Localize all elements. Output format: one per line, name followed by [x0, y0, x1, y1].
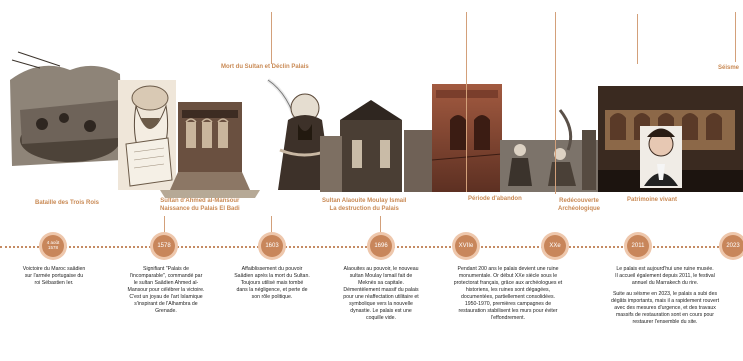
- description-1578-battle: Voictoire du Maroc saâdien sur l'armée p…: [6, 266, 102, 287]
- description-xviie-xxe: Pendant 200 ans le palais devient une ru…: [442, 266, 574, 322]
- header-mort: Mort du Sultan et Déclin Palais: [221, 64, 309, 70]
- timeline-node-2023: 2023: [722, 235, 743, 257]
- desc-line: C'est un joyau de l'art Islamique: [129, 294, 203, 301]
- desc-line: Pendant 200 ans le palais devient une ru…: [457, 266, 559, 272]
- desc-line: restauration stabilisent les murs pour é…: [458, 308, 558, 315]
- header-patrimoine: Patrimoine vivant: [627, 197, 678, 203]
- desc-line: symbolique vers la nouvelle: [349, 301, 413, 308]
- header-ismail: Sultan Alaouite Moulay Ismail La destruc…: [322, 198, 406, 213]
- timeline-node-xxe: XXe: [544, 235, 566, 257]
- connector-1578: [164, 216, 165, 234]
- connector-2011: [637, 14, 638, 64]
- header-ismail-line2: La destruction du Palais: [329, 205, 399, 212]
- desc-line: le sultan Saâdien Ahmed al-: [133, 280, 199, 287]
- sultan-ahmed-portrait: [118, 80, 176, 190]
- header-ahmed-line2: Naissance du Palais El Badi: [160, 205, 240, 212]
- desc-line: Suite au séisme en 2023, le palais a sub…: [612, 291, 718, 298]
- connector-1603b: [271, 216, 272, 234]
- description-1578-palace: Signifiant "Palais de l'incomparable", c…: [114, 266, 218, 315]
- desc-line: Toujours utilisé mais tombé: [240, 280, 304, 287]
- collage-illustration: [10, 51, 743, 198]
- description-1696: Alaouites au pouvoir, le nouveau sultan …: [326, 266, 436, 322]
- timeline-node-2011: 2011: [627, 235, 649, 257]
- moulay-ismail-mosque-image: [320, 100, 438, 192]
- timeline-node-1578: 1578: [153, 235, 175, 257]
- description-2011-2023: Le palais est aujourd'hui une ruine musé…: [592, 266, 738, 326]
- desc-line: Alaouites au pouvoir, le nouveau: [343, 266, 419, 272]
- desc-line: l'incomparable", commandé par: [129, 273, 203, 280]
- desc-line: dans la négligence, et perte de: [236, 287, 308, 294]
- desc-line: sur l'armée portugaise du: [24, 273, 84, 280]
- desc-line: coquille vide.: [366, 315, 396, 322]
- archaeologists-image: [500, 109, 598, 192]
- desc-line: son rôle politique.: [251, 294, 293, 301]
- desc-line: Mansour pour célébrer la victoire.: [127, 287, 205, 294]
- header-abandon: Période d'abandon: [468, 196, 522, 202]
- historical-collage: [0, 40, 743, 200]
- timeline-node-4-aout-1578: 4 août 1578: [42, 235, 64, 257]
- palace-building-image: [160, 102, 260, 198]
- connector-1603: [271, 12, 272, 64]
- description-1603: Affaiblissement du pouvoir Saâdien après…: [222, 266, 322, 301]
- desc-line: Voictoire du Maroc saâdien: [22, 266, 86, 272]
- desc-line: Grenade.: [155, 308, 177, 315]
- desc-line: monumentale. Or début XXe siècle sous le: [458, 273, 558, 280]
- desc-line: dynastie. Le palais est une: [350, 308, 412, 315]
- node-4-aout-top: 4 août: [46, 240, 60, 246]
- desc-line: l'effondrement.: [490, 315, 526, 322]
- connector-1696: [380, 216, 381, 234]
- desc-line: pour une réaffectation utilitaire et: [343, 294, 419, 301]
- desc-line: Démentèlement massif du palais: [343, 287, 419, 294]
- desc-line: Il accueil également depuis 2011, le fes…: [615, 273, 715, 280]
- node-4-aout-bottom: 1578: [47, 245, 58, 250]
- connector-xviie: [466, 12, 467, 192]
- desc-line: massifs de restauration sont en cours po…: [615, 312, 715, 319]
- desc-line: roi Sébastien Ier.: [34, 280, 74, 287]
- timeline-node-1696: 1696: [370, 235, 392, 257]
- desc-line: Affaiblissement du pouvoir: [241, 266, 303, 272]
- header-seisme: Séisme: [718, 65, 740, 71]
- desc-line: Signifiant "Palais de: [143, 266, 189, 272]
- desc-line: documentées, partiellement consolidées.: [460, 294, 555, 301]
- header-ahmed: Sultan d'Ahmed al-Mansour Naissance du P…: [160, 198, 240, 213]
- timeline-node-1603: 1603: [261, 235, 283, 257]
- desc-line: dégâts importants, mais il a rapidement …: [610, 298, 720, 305]
- header-ismail-line1: Sultan Alaouite Moulay Ismail: [322, 198, 407, 204]
- desc-line: Meknès sa capitale.: [358, 280, 404, 287]
- desc-line: s'inspirant de l'Alhambra de: [134, 301, 198, 308]
- header-redecouverte-line2: Archéologique: [558, 205, 601, 212]
- ruined-wall-image: [431, 84, 503, 192]
- comedian-portrait-image: [640, 126, 682, 188]
- desc-line: avec des mesures d'urgence, et des trava…: [614, 305, 716, 312]
- header-redecouverte-line1: Redécouverte: [559, 198, 599, 204]
- desc-line: Le palais est aujourd'hui une ruine musé…: [616, 266, 714, 272]
- sultan-with-sword-image: [266, 78, 332, 190]
- desc-line: sultan Moulay Ismail fait de: [349, 273, 413, 280]
- header-ahmed-line1: Sultan d'Ahmed al-Mansour: [160, 198, 240, 204]
- desc-line: protectorat français, grâce aux archéolo…: [453, 280, 563, 287]
- header-trois-rois: Bataille des Trois Rois: [35, 200, 100, 206]
- desc-line: annuel du Marrakech du rire.: [631, 280, 699, 287]
- connector-2023: [735, 12, 736, 62]
- battle-scene-image: [10, 51, 122, 166]
- desc-line: 1950-1970, premières campagnes de: [464, 301, 552, 308]
- header-redecouverte: Redécouverte Archéologique: [558, 198, 600, 213]
- connector-xxe: [555, 12, 556, 194]
- desc-line: historiens, les ruines sont dégagées,: [465, 287, 551, 294]
- timeline-node-xviie: XVIIe: [455, 235, 477, 257]
- desc-line: restaurer l'ensemble du site.: [632, 319, 698, 326]
- desc-line: Saâdien après la mort du Sultan.: [234, 273, 310, 280]
